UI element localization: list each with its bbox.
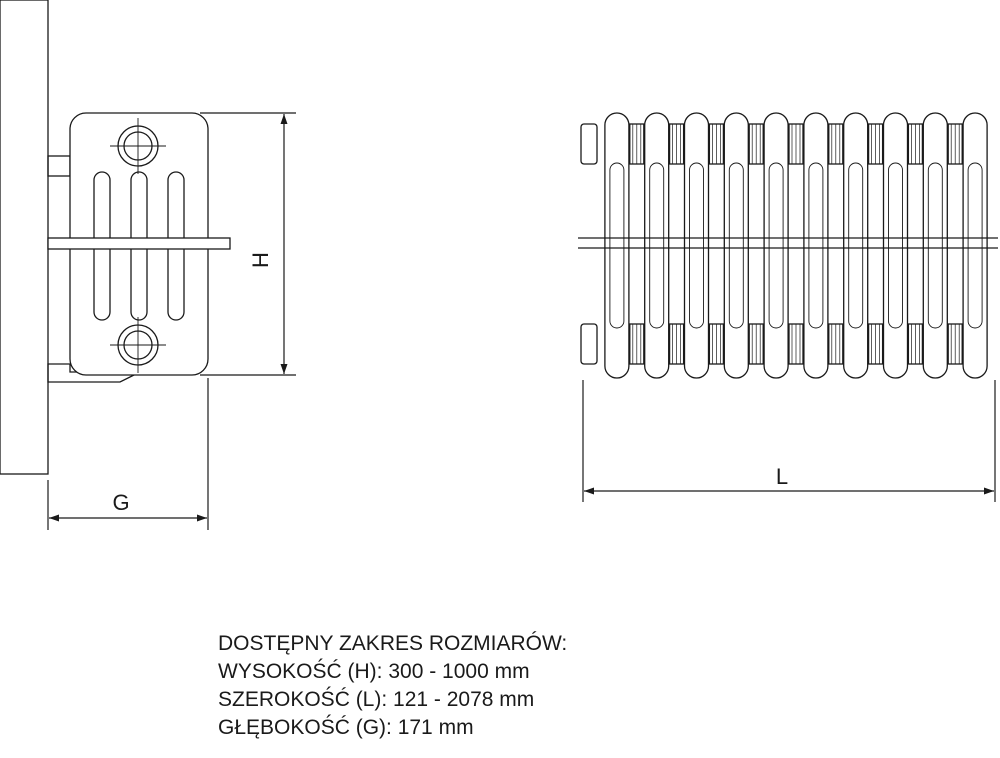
dimension-lines-side	[47, 112, 296, 530]
radiator-column	[803, 112, 844, 379]
specs-depth: GŁĘBOKOŚĆ (G): 171 mm	[218, 716, 474, 739]
radiator-column	[683, 112, 725, 379]
dimension-lines-front	[582, 380, 996, 502]
depth-label: G	[112, 490, 129, 515]
front-view	[578, 112, 998, 379]
pipe-connection-upper	[110, 118, 166, 174]
specs-height: WYSOKOŚĆ (H): 300 - 1000 mm	[218, 660, 530, 683]
end-cap-lower	[580, 323, 598, 365]
size-range-specification: DOSTĘPNY ZAKRES ROZMIARÓW: WYSOKOŚĆ (H):…	[218, 630, 778, 742]
radiator-column	[604, 112, 645, 379]
side-view	[0, 0, 231, 475]
specs-length: SZEROKOŚĆ (L): 121 - 2078 mm	[218, 688, 535, 711]
wall	[0, 0, 49, 475]
wall-bracket-upper	[47, 155, 71, 177]
radiator-column	[882, 112, 924, 379]
end-cap-upper	[580, 123, 598, 165]
tie-rod-side	[47, 237, 231, 250]
radiator-column	[723, 112, 764, 379]
length-label: L	[776, 464, 788, 489]
specs-title: DOSTĘPNY ZAKRES ROZMIARÓW:	[218, 632, 568, 655]
radiator-column	[843, 112, 884, 379]
height-label: H	[248, 252, 273, 268]
pipe-connection-lower	[110, 317, 166, 373]
radiator-column	[962, 112, 988, 379]
radiator-column	[922, 112, 963, 379]
radiator-technical-drawing: H G L	[0, 0, 998, 530]
radiator-column	[763, 112, 804, 379]
radiator-column	[644, 112, 685, 379]
